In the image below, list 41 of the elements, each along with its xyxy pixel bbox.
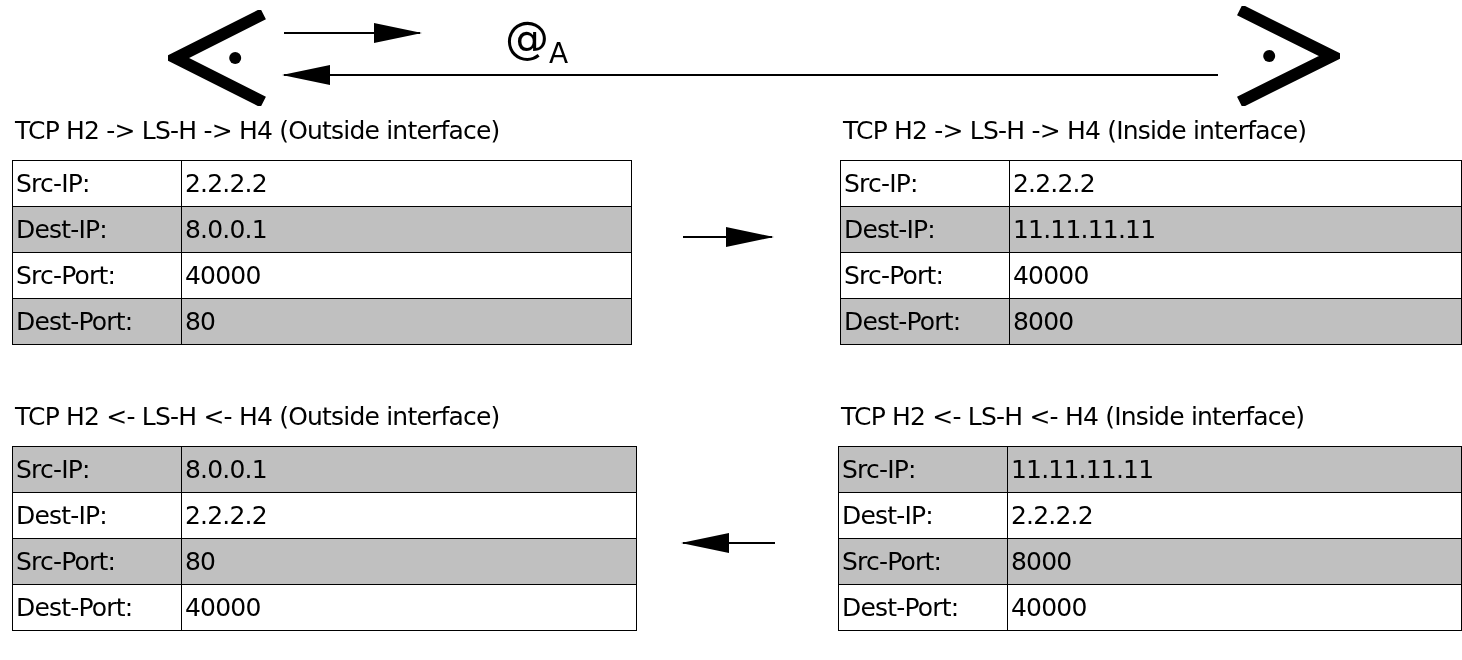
field-value: 11.11.11.11 <box>1009 206 1462 253</box>
field-name: Src-Port: <box>840 252 1010 299</box>
field-value: 8000 <box>1007 538 1462 585</box>
field-name: Src-IP: <box>840 160 1010 207</box>
field-name: Src-Port: <box>12 252 182 299</box>
field-value: 80 <box>181 298 632 345</box>
field-name: Dest-IP: <box>12 492 182 539</box>
arrow <box>282 65 1219 85</box>
field-name: Src-Port: <box>838 538 1008 585</box>
field-value: 40000 <box>181 252 632 299</box>
field-value: 2.2.2.2 <box>181 492 637 539</box>
field-value: 40000 <box>181 584 637 631</box>
field-name: Dest-IP: <box>838 492 1008 539</box>
arrow <box>681 533 776 553</box>
field-name: Src-Port: <box>12 538 182 585</box>
field-value: 40000 <box>1009 252 1462 299</box>
field-name: Dest-IP: <box>840 206 1010 253</box>
table-heading: TCP H2 <- LS-H <- H4 (Outside interface) <box>15 402 500 431</box>
field-value: 2.2.2.2 <box>181 160 632 207</box>
field-name: Dest-Port: <box>12 584 182 631</box>
table-heading: TCP H2 -> LS-H -> H4 (Inside interface) <box>843 116 1307 145</box>
field-value: 8.0.0.1 <box>181 206 632 253</box>
field-name: Src-IP: <box>12 446 182 493</box>
table-heading: TCP H2 <- LS-H <- H4 (Inside interface) <box>841 402 1305 431</box>
field-name: Dest-Port: <box>840 298 1010 345</box>
field-name: Dest-IP: <box>12 206 182 253</box>
field-value: 80 <box>181 538 637 585</box>
table-heading: TCP H2 -> LS-H -> H4 (Outside interface) <box>15 116 500 145</box>
field-name: Dest-Port: <box>838 584 1008 631</box>
field-value: 40000 <box>1007 584 1462 631</box>
field-value: 11.11.11.11 <box>1007 446 1462 493</box>
field-name: Dest-Port: <box>12 298 182 345</box>
address-label: @$_{A}$ <box>505 12 569 70</box>
field-name: Src-IP: <box>12 160 182 207</box>
field-value: 8000 <box>1009 298 1462 345</box>
arrow <box>283 23 422 43</box>
arrow <box>682 227 774 247</box>
field-name: Src-IP: <box>838 446 1008 493</box>
field-value: 2.2.2.2 <box>1009 160 1462 207</box>
field-value: 8.0.0.1 <box>181 446 637 493</box>
field-value: 2.2.2.2 <box>1007 492 1462 539</box>
